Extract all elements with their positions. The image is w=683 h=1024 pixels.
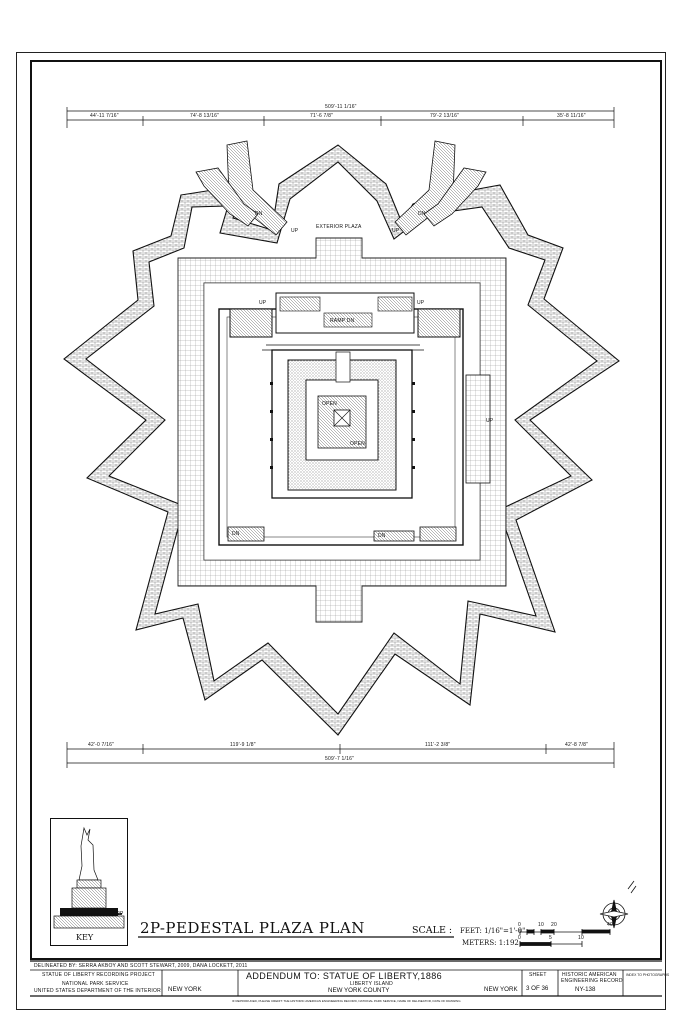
top-dimension-3: 71'-6 7/8" — [310, 113, 334, 119]
title-block-grid — [30, 960, 662, 997]
state-left: NEW YORK — [168, 986, 202, 993]
key-label: KEY — [76, 933, 94, 942]
record-line-1: HISTORIC AMERICAN — [562, 972, 617, 978]
agency-doi: UNITED STATES DEPARTMENT OF THE INTERIOR — [34, 988, 161, 994]
top-dimension-4: 79'-2 13/16" — [430, 113, 460, 119]
ramp-dn-label: RAMP DN — [330, 318, 355, 324]
up-label-east: UP — [486, 418, 494, 424]
sheet-label: SHEET — [529, 972, 547, 978]
record-line-2: ENGINEERING RECORD — [561, 978, 623, 984]
meter-tick-5: 5 — [549, 935, 552, 941]
feet-tick-0: 0 — [518, 922, 521, 928]
top-dimension-5: 35'-8 11/16" — [557, 113, 586, 119]
project-name: STATUE OF LIBERTY RECORDING PROJECT — [42, 972, 156, 978]
drawing-title: 2P-PEDESTAL PLAZA PLAN — [140, 919, 365, 937]
star-fort-wall — [63, 144, 620, 736]
county-name: NEW YORK COUNTY — [328, 987, 390, 994]
meter-tick-0: 0 — [518, 935, 521, 941]
open-label-lower: OPEN — [350, 441, 365, 447]
bottom-dimension-1: 42'-0 7/16" — [88, 742, 115, 748]
dn-label-bottom: DN — [378, 533, 386, 539]
north-arrow — [599, 880, 637, 929]
sheet-frame — [16, 52, 666, 1010]
key-level-mark: 2P — [117, 911, 124, 917]
bottom-total-dimension: 509'-7 1/16" — [325, 756, 355, 762]
agency-nps: NATIONAL PARK SERVICE — [62, 981, 129, 987]
bottom-dimension-4: 42'-8 7/8" — [565, 742, 589, 748]
scale-label: SCALE : — [412, 925, 453, 936]
delineated-by: DELINEATED BY: SERRA AKBOY AND SCOTT STE… — [34, 963, 248, 969]
feet-tick-10: 10 — [538, 922, 544, 928]
key-statue-figure — [53, 826, 125, 929]
feet-tick-20: 20 — [551, 922, 557, 928]
drawing-border — [30, 60, 662, 960]
top-dimension-line — [66, 107, 615, 128]
open-label-upper: OPEN — [322, 401, 337, 407]
dn-label-bottom-left: DN — [232, 531, 240, 537]
sheet-number: 3 OF 36 — [526, 985, 549, 992]
up-label-right: UP — [417, 300, 425, 306]
scale-meters-text: METERS: 1:192 — [462, 939, 519, 947]
footer-credit-note: IF REPRODUCED, PLEASE CREDIT: THE HISTOR… — [232, 999, 461, 1003]
feet-tick-40: 40 — [607, 922, 613, 928]
addendum-title: ADDENDUM TO: STATUE OF LIBERTY,1886 — [246, 971, 443, 981]
stair-up-label-left: UP — [291, 228, 299, 234]
record-number: NY-138 — [575, 986, 596, 993]
stair-up-label-right: UP — [392, 228, 400, 234]
state-right: NEW YORK — [484, 986, 518, 993]
bottom-dimension-2: 119'-9 1/8" — [230, 742, 256, 748]
stair-dn-label-left: DN — [255, 211, 263, 217]
bottom-dimension-3: 111'-2 3/8" — [425, 742, 451, 748]
top-total-dimension: 509'-11 1/16" — [325, 104, 357, 110]
index-note: INDEX TO PHOTOGRAPHS — [626, 973, 670, 977]
top-dimension-1: 44'-11 7/16" — [90, 113, 119, 119]
column-markers — [270, 382, 415, 469]
graphic-scale — [519, 929, 611, 947]
up-label-left: UP — [259, 300, 267, 306]
pedestal-walls — [218, 292, 491, 546]
scale-feet-text: FEET: 1/16"=1'-0" — [460, 927, 526, 935]
exterior-plaza-label: EXTERIOR PLAZA — [316, 224, 362, 230]
meter-tick-10: 10 — [578, 935, 584, 941]
key-box — [50, 818, 128, 946]
top-dimension-2: 74'-8 13/16" — [190, 113, 220, 119]
stair-dn-label-right: DN — [418, 211, 426, 217]
entry-stairs — [195, 140, 487, 236]
bottom-dimension-line — [66, 742, 615, 768]
pedestal-core — [271, 349, 413, 499]
island-name: LIBERTY ISLAND — [350, 981, 393, 987]
